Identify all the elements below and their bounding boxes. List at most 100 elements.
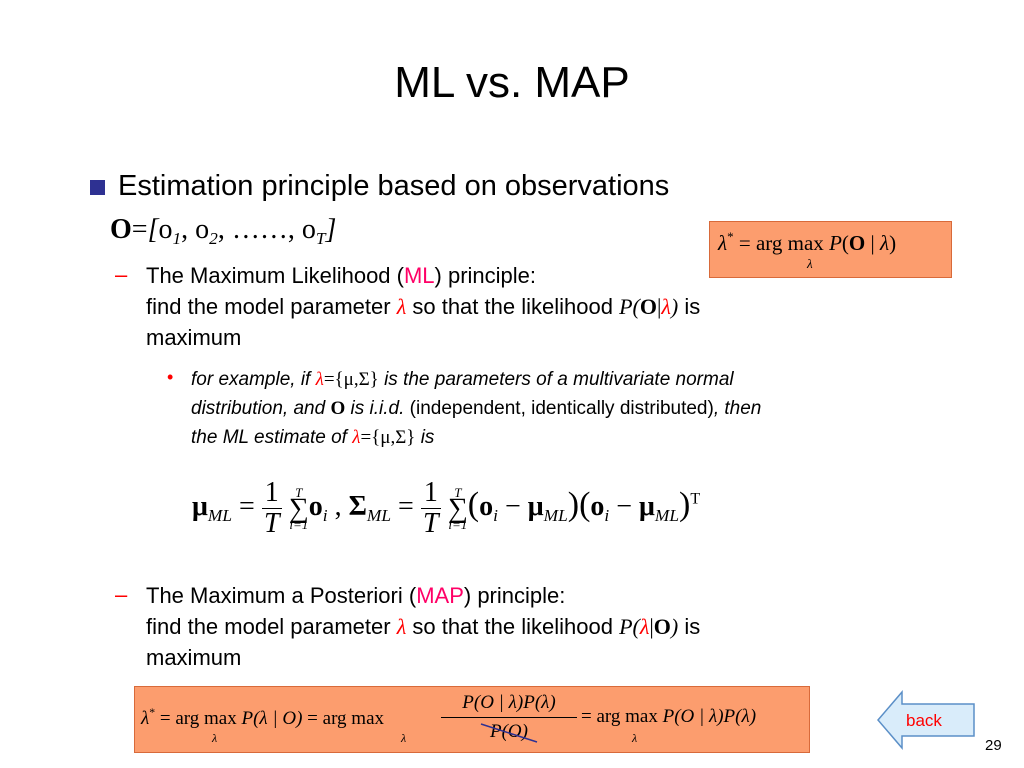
ml-line1-post: ) principle: <box>434 263 537 288</box>
map-lik-bar: | <box>649 614 654 639</box>
obs-eq: = <box>131 214 148 245</box>
dash-bullet-icon-2: – <box>115 582 128 607</box>
map-argmax-3: arg max <box>596 706 658 727</box>
ml-lik-bar: | <box>656 294 662 319</box>
eq-o-1-sub: i <box>322 505 328 525</box>
slide-title: ML vs. MAP <box>394 58 630 107</box>
ml-lik-close: ) <box>670 294 679 319</box>
obs-sub-1: 1 <box>172 229 182 249</box>
ml-lambda: λ <box>879 231 890 256</box>
eq-sum-1-sym: ∑ <box>288 492 309 524</box>
eq-frac-2-den: T <box>423 508 439 539</box>
eq-sum-2-upper: T <box>454 484 462 500</box>
ex-set: ={μ,Σ} <box>323 369 379 390</box>
map-line2-pre: find the model parameter <box>146 614 391 639</box>
eq-o-1: o <box>308 490 323 522</box>
ml-lambda-symbol: λ <box>396 294 407 319</box>
strike-line-icon <box>480 723 538 743</box>
eq-rp-2: ) <box>679 485 691 523</box>
example-text: for example, if λ={μ,Σ} is the parameter… <box>191 365 971 452</box>
ml-formula-box: λ* = arg max P(O | λ) λ <box>709 221 952 278</box>
ml-argmax: arg max <box>755 231 824 256</box>
obs-O: O <box>110 214 132 245</box>
map-line1-post: ) principle: <box>463 583 566 608</box>
map-under-3: λ <box>632 731 638 745</box>
back-arrow-icon <box>877 689 975 751</box>
obs-o2: o <box>195 214 210 245</box>
map-eq-2: = <box>307 708 318 730</box>
ml-lik-P: P( <box>619 294 640 319</box>
eq-mu-2: μ <box>527 490 544 522</box>
eq-lp-2: ( <box>579 485 591 523</box>
map-star: * <box>149 706 156 719</box>
ml-line3: maximum <box>146 325 242 350</box>
map-line1-pre: The Maximum a Posteriori ( <box>146 583 417 608</box>
ml-line2-pre: find the model parameter <box>146 294 391 319</box>
map-under-1: λ <box>212 731 218 745</box>
eq-frac-1-den: T <box>264 508 280 539</box>
ml-lambda-star: λ <box>718 231 728 256</box>
eq-minus-2: − <box>616 490 633 522</box>
obs-sub-T: T <box>315 229 326 249</box>
obs-dots: ……, <box>231 214 295 245</box>
page-number: 29 <box>985 737 1002 754</box>
eq-sum-2-lower: i=1 <box>448 516 468 532</box>
map-argmax-2: arg max <box>322 708 385 730</box>
ml-line2-mid: so that the likelihood <box>412 294 613 319</box>
ex-t8: is <box>420 427 435 448</box>
eq-o-3: o <box>590 490 605 522</box>
eq-o-2: o <box>479 490 494 522</box>
obs-o1: o <box>158 214 173 245</box>
ml-eq: = <box>738 231 751 256</box>
eq-mu-3: μ <box>639 490 655 522</box>
map-line2-mid: so that the likelihood <box>412 614 613 639</box>
ml-principle: The Maximum Likelihood (ML) principle: f… <box>146 260 886 353</box>
eq-sum-2-sym: ∑ <box>447 492 468 524</box>
eq-sum-2: T∑i=1 <box>447 484 468 532</box>
eq-sigma: Σ <box>348 490 367 522</box>
back-label[interactable]: back <box>906 711 942 730</box>
eq-lp-1: ( <box>467 485 480 523</box>
eq-o-3-sub: i <box>604 505 610 525</box>
eq-transpose: T <box>690 490 701 508</box>
eq-sum-1: T∑i=1 <box>288 485 309 532</box>
ex-lambda-2: λ <box>352 427 361 448</box>
map-eq-1: = <box>159 708 171 730</box>
ml-O: O <box>848 231 866 256</box>
map-frac-num: P(O | λ)P(λ) <box>441 689 577 718</box>
ex-t6: , then <box>713 398 762 419</box>
map-abbr: MAP <box>416 583 464 608</box>
map-principle: The Maximum a Posteriori (MAP) principle… <box>146 580 886 673</box>
map-frac-den-wrap: P(O) <box>441 718 577 746</box>
eq-o-2-sub: i <box>493 505 498 525</box>
obs-sub-2: 2 <box>209 229 218 249</box>
ml-close-paren: ) <box>889 231 897 256</box>
map-lik-P: P( <box>619 614 640 639</box>
ex-t5: (independent, identically distributed) <box>409 398 714 419</box>
map-formula-box: λ* = arg max P(λ | O) = arg max λ λ P(O … <box>134 686 810 753</box>
ex-t3: distribution, and <box>191 398 326 419</box>
map-lambda-star: λ <box>141 708 150 730</box>
map-line3: maximum <box>146 645 242 670</box>
obs-open: [ <box>147 214 159 245</box>
ml-line1-pre: The Maximum Likelihood ( <box>146 263 404 288</box>
ml-open-paren: ( <box>841 231 849 256</box>
dot-bullet-icon: • <box>167 367 174 387</box>
eq-minus-1: − <box>504 490 521 522</box>
eq-comma: , <box>334 490 342 522</box>
eq-sum-1-lower: i=1 <box>289 516 309 532</box>
map-eq-3: = <box>581 706 592 727</box>
eq-frac-1-num: 1 <box>261 478 282 509</box>
ex-lambda: λ <box>315 369 324 390</box>
observation-sequence: O=[o1, o2, ……, oT] <box>110 214 337 249</box>
eq-mu-sub: ML <box>207 505 232 525</box>
ex-t4: is i.i.d. <box>350 398 405 419</box>
ex-t7: the ML estimate of <box>191 427 347 448</box>
back-button[interactable]: back <box>876 689 978 751</box>
eq-mu-3-sub: ML <box>654 505 680 525</box>
map-argmax-1: arg max <box>175 708 237 730</box>
ml-abbr: ML <box>403 263 435 288</box>
